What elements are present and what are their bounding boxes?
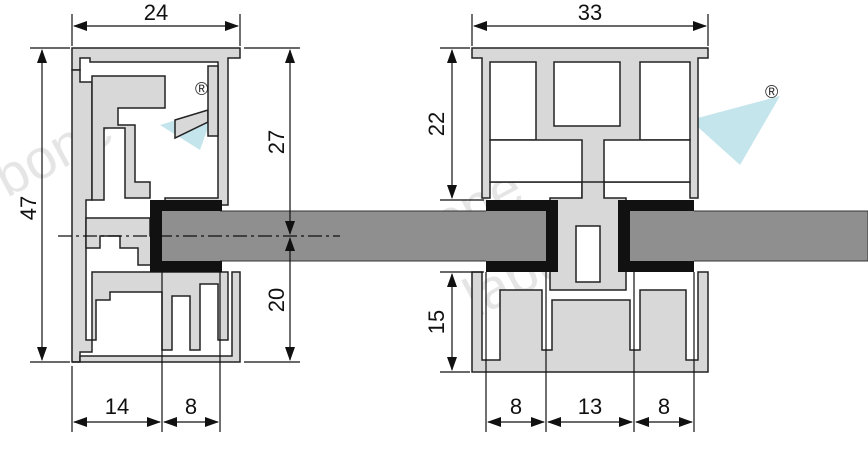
right-glass-insert-left	[486, 211, 546, 261]
dim-label-right-width: 33	[578, 0, 602, 25]
right-gasket-top-left	[486, 200, 558, 211]
left-gasket-top	[150, 200, 222, 211]
dim-label-right-bottom-b: 13	[578, 394, 602, 419]
right-gasket-top-right	[618, 200, 694, 211]
left-gasket-bottom	[150, 261, 222, 272]
watermark-mark-right	[690, 96, 780, 165]
left-gasket-edge	[150, 205, 162, 271]
left-profile-bottom-chamber	[91, 271, 229, 351]
right-gasket-bottom-left	[486, 261, 558, 272]
dim-label-right-bottom-c: 8	[658, 394, 670, 419]
right-gasket-bottom-right	[618, 261, 694, 272]
left-profile-top-fin	[207, 65, 219, 137]
dim-label-left-lower: 20	[264, 288, 289, 312]
dim-label-left-bottom-a: 14	[105, 394, 129, 419]
dim-label-left-upper: 27	[264, 130, 289, 154]
right-profile	[471, 47, 709, 373]
right-chamber-3	[639, 61, 691, 141]
left-profile-bottom-frame	[72, 271, 241, 363]
dim-label-right-bottom-a: 8	[510, 394, 522, 419]
dim-label-left-width: 24	[144, 0, 168, 25]
right-gasket-edge-left	[546, 205, 558, 271]
right-gasket-edge-right	[618, 205, 630, 271]
right-profile-bottom-frame	[471, 271, 709, 373]
right-gaskets	[486, 200, 694, 272]
right-stem-slot	[575, 225, 601, 283]
left-profile-center-lock	[85, 217, 161, 266]
right-chamber-5	[603, 139, 691, 183]
dim-label-right-lower: 15	[424, 310, 449, 334]
left-profile-side-wall	[71, 69, 93, 363]
left-profile	[71, 47, 241, 363]
left-profile-top-frame	[71, 47, 241, 206]
right-chamber-2	[553, 61, 621, 127]
left-profile-upper-chamber	[91, 75, 166, 201]
dimension-lines	[30, 14, 709, 432]
right-glass-insert-right	[630, 211, 694, 261]
watermark-reg-left: ®	[195, 79, 208, 99]
right-chamber-1	[489, 61, 537, 141]
right-chamber-4	[489, 139, 583, 183]
dim-label-right-upper: 22	[424, 112, 449, 136]
dim-label-left-bottom-b: 8	[185, 394, 197, 419]
dim-label-left-height: 47	[16, 196, 41, 220]
watermark-reg-right: ®	[765, 82, 778, 102]
left-gaskets	[150, 200, 222, 272]
